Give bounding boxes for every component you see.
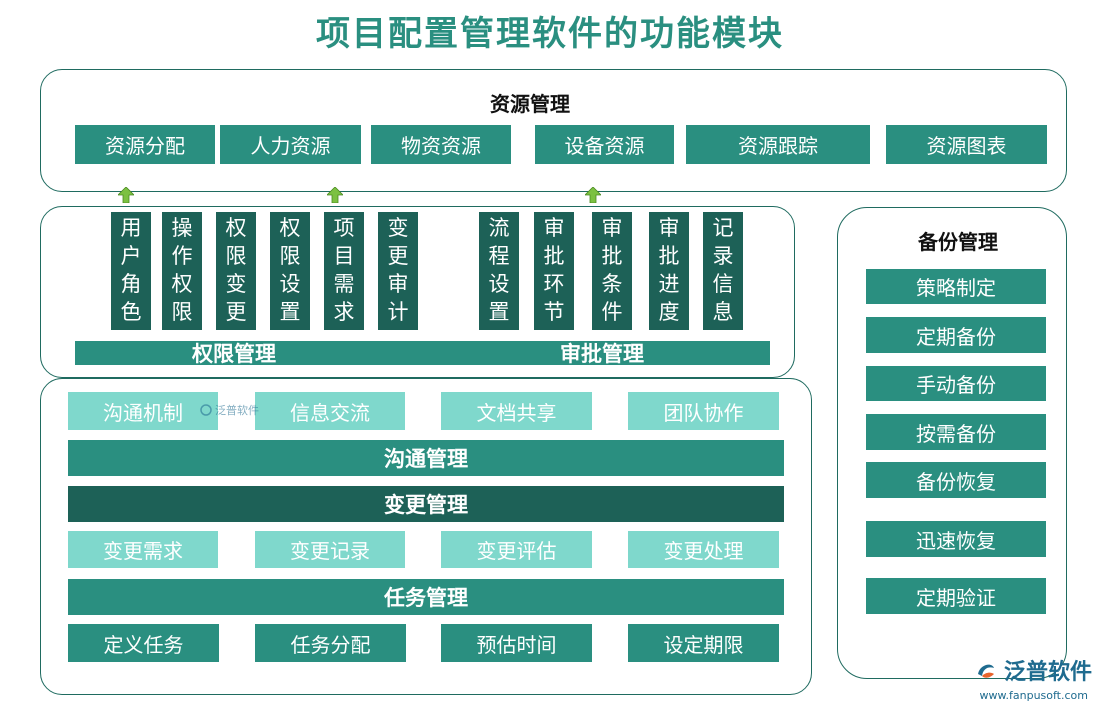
permission-item: 权限变更 bbox=[216, 212, 256, 330]
permission-bar: 权限管理 bbox=[75, 341, 480, 366]
permission-item: 操作权限 bbox=[162, 212, 202, 330]
backup-item: 定期验证 bbox=[866, 578, 1046, 614]
up-arrow-icon bbox=[327, 187, 343, 203]
permission-item: 用户角色 bbox=[111, 212, 151, 330]
page-title: 项目配置管理软件的功能模块 bbox=[316, 14, 784, 54]
change-item: 变更需求 bbox=[68, 531, 218, 568]
resource-item: 物资资源 bbox=[371, 125, 511, 164]
approval-item: 审批进度 bbox=[649, 212, 689, 330]
communication-item: 文档共享 bbox=[441, 392, 592, 430]
resource-panel-title: 资源管理 bbox=[490, 92, 570, 116]
backup-item: 按需备份 bbox=[866, 414, 1046, 450]
approval-item: 记录信息 bbox=[703, 212, 743, 330]
communication-item: 信息交流 bbox=[255, 392, 405, 430]
logo-icon bbox=[977, 664, 994, 678]
resource-item: 设备资源 bbox=[535, 125, 674, 164]
logo-icon bbox=[200, 404, 212, 416]
brand-logo: 泛普软件 bbox=[974, 654, 1092, 686]
approval-bar-label: 审批管理 bbox=[560, 341, 644, 366]
communication-item: 团队协作 bbox=[628, 392, 779, 430]
communication-item: 沟通机制 bbox=[68, 392, 218, 430]
permission-item: 项目需求 bbox=[324, 212, 364, 330]
resource-item: 资源分配 bbox=[75, 125, 215, 164]
logo-url: www.fanpusoft.com bbox=[979, 689, 1088, 702]
permission-item: 变更审计 bbox=[378, 212, 418, 330]
watermark-text: 泛普软件 bbox=[215, 404, 259, 417]
change-bar: 变更管理 bbox=[68, 486, 784, 522]
change-item: 变更记录 bbox=[255, 531, 405, 568]
backup-item: 手动备份 bbox=[866, 366, 1046, 401]
watermark-logo: 泛普软件 bbox=[200, 402, 259, 418]
permission-bar-label: 权限管理 bbox=[192, 341, 276, 366]
resource-item: 资源跟踪 bbox=[686, 125, 870, 164]
change-item: 变更处理 bbox=[628, 531, 779, 568]
backup-panel-title: 备份管理 bbox=[918, 230, 998, 254]
backup-item: 定期备份 bbox=[866, 317, 1046, 353]
resource-item: 人力资源 bbox=[220, 125, 361, 164]
communication-bar: 沟通管理 bbox=[68, 440, 784, 476]
logo-text: 泛普软件 bbox=[1003, 660, 1092, 685]
backup-item: 迅速恢复 bbox=[866, 521, 1046, 557]
approval-bar: 审批管理 bbox=[480, 341, 770, 366]
task-item: 预估时间 bbox=[441, 624, 592, 662]
resource-item: 资源图表 bbox=[886, 125, 1047, 164]
approval-item: 流程设置 bbox=[479, 212, 519, 330]
backup-item: 策略制定 bbox=[866, 269, 1046, 304]
task-item: 定义任务 bbox=[68, 624, 219, 662]
backup-item: 备份恢复 bbox=[866, 462, 1046, 498]
up-arrow-icon bbox=[118, 187, 134, 203]
approval-item: 审批环节 bbox=[534, 212, 574, 330]
task-item: 设定期限 bbox=[628, 624, 779, 662]
up-arrow-icon bbox=[585, 187, 601, 203]
approval-item: 审批条件 bbox=[592, 212, 632, 330]
permission-item: 权限设置 bbox=[270, 212, 310, 330]
change-item: 变更评估 bbox=[441, 531, 592, 568]
task-item: 任务分配 bbox=[255, 624, 406, 662]
task-bar: 任务管理 bbox=[68, 579, 784, 615]
